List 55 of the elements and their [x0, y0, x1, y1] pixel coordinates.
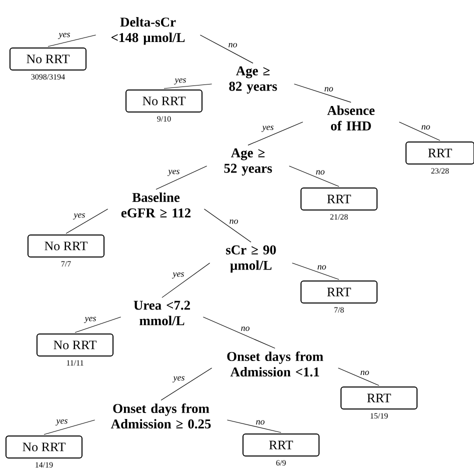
decision-label: Absence of IHD [327, 106, 375, 130]
edge-label: yes [58, 32, 70, 40]
edge-label: yes [174, 78, 186, 85]
decision-label: Onset days from Admission ≥ 0.25 [110, 403, 211, 429]
edge-label: no [228, 43, 237, 48]
edge-label: yes [73, 213, 85, 220]
branch-line [204, 208, 252, 242]
leaf-box: No RRT [28, 234, 104, 258]
decision-label: Delta-sCr <148 µmol/L [111, 17, 185, 45]
branch-line [248, 122, 304, 146]
edge-label: no [360, 370, 369, 376]
branch-line [156, 166, 208, 190]
branch-line [294, 84, 352, 103]
branch-line [338, 368, 380, 386]
decision-label: Urea <7.2 mmol/L [134, 300, 190, 326]
leaf-box: No RRT [36, 334, 114, 356]
decision-label: Age ≥ 52 years [224, 148, 272, 176]
branch-line [160, 368, 212, 401]
decision-label: Age ≥ 82 years [229, 66, 277, 94]
decision-label: Baseline eGFR ≥ 112 [121, 192, 191, 218]
decision-label: Onset days from Admission <1.1 [227, 351, 324, 377]
leaf-box: No RRT [6, 436, 82, 458]
branch-line [66, 208, 108, 234]
leaf-box: No RRT [10, 48, 86, 70]
edge-label: no [230, 220, 238, 224]
edge-label: yes [56, 419, 68, 426]
edge-label: no [422, 125, 430, 130]
edge-label: yes [262, 126, 274, 132]
edge-label: yes [172, 272, 184, 279]
leaf-box: No RRT [126, 90, 202, 112]
edge-label: no [256, 420, 264, 425]
branch-line [292, 262, 340, 280]
edge-label: yes [168, 170, 180, 176]
edge-label: yes [172, 376, 184, 382]
branch-line [202, 316, 276, 349]
edge-label: no [241, 326, 250, 331]
branch-line [164, 84, 212, 89]
branch-line [48, 34, 96, 47]
leaf-box: RRT [242, 434, 320, 456]
leaf-box: RRT [340, 386, 418, 410]
branch-line [74, 316, 122, 333]
edge-label: no [324, 87, 333, 92]
branch-line [162, 262, 210, 298]
leaf-box: RRT [300, 188, 378, 210]
branch-line [44, 420, 96, 435]
decision-label: sCr ≥ 90 µmol/L [226, 245, 276, 273]
branch-line [288, 166, 340, 187]
leaf-box: RRT [406, 142, 474, 164]
edge-label: no [318, 265, 326, 270]
leaf-box: RRT [300, 280, 378, 304]
edge-label: yes [84, 316, 96, 324]
branch-line [398, 122, 440, 141]
branch-line [200, 34, 254, 64]
edge-label: no [316, 170, 324, 175]
branch-line [226, 420, 282, 433]
